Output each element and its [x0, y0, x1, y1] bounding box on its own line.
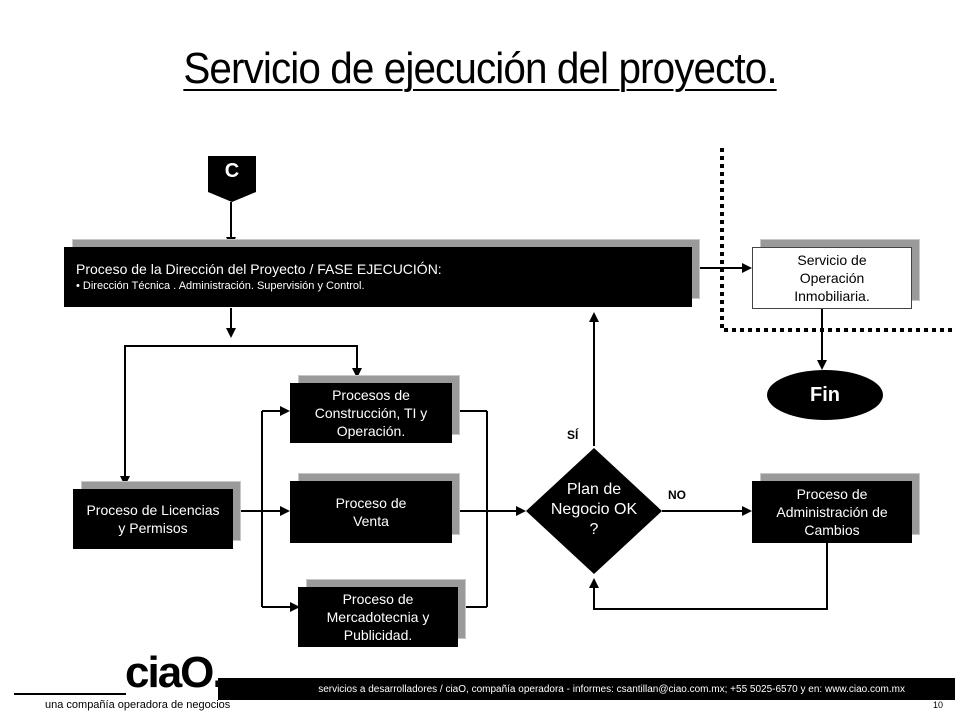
footer-bar: servicios a desarrolladores / ciaO, comp… — [218, 678, 955, 700]
connector-c-shape — [208, 156, 256, 202]
decision-label: Plan de Negocio OK ? — [550, 481, 638, 538]
service-box: Servicio de Operación Inmobiliaria. — [752, 247, 912, 309]
mercadotecnia-box: Proceso de Mercadotecnia y Publicidad. — [298, 587, 458, 647]
fin-terminal: Fin — [767, 370, 883, 420]
licencias-box: Proceso de Licencias y Permisos — [73, 489, 233, 549]
main-process-line2: • Dirección Técnica . Administración. Su… — [76, 280, 365, 292]
ciao-logo: ciaO. — [125, 648, 225, 697]
decision-diamond — [526, 448, 662, 574]
main-process-line1: Proceso de la Dirección del Proyecto / F… — [76, 261, 442, 277]
logo-underline — [14, 693, 126, 695]
connector-c-label: C — [224, 160, 240, 182]
main-process-box: Proceso de la Dirección del Proyecto / F… — [64, 247, 692, 307]
page-title: Servicio de ejecución del proyecto. — [183, 44, 777, 93]
no-label: NO — [668, 488, 686, 502]
cambios-box: Proceso de Administración de Cambios — [752, 481, 912, 543]
dotted-boundary — [720, 148, 955, 332]
page-number: p. 10 — [932, 690, 943, 710]
yes-label: SÍ — [567, 428, 579, 442]
logo-tagline: una compañía operadora de negocios — [45, 699, 231, 711]
construccion-box: Procesos de Construcción, TI y Operación… — [290, 383, 452, 443]
venta-box: Proceso de Venta — [290, 481, 452, 543]
footer-text: servicios a desarrolladores / ciaO, comp… — [318, 683, 905, 695]
